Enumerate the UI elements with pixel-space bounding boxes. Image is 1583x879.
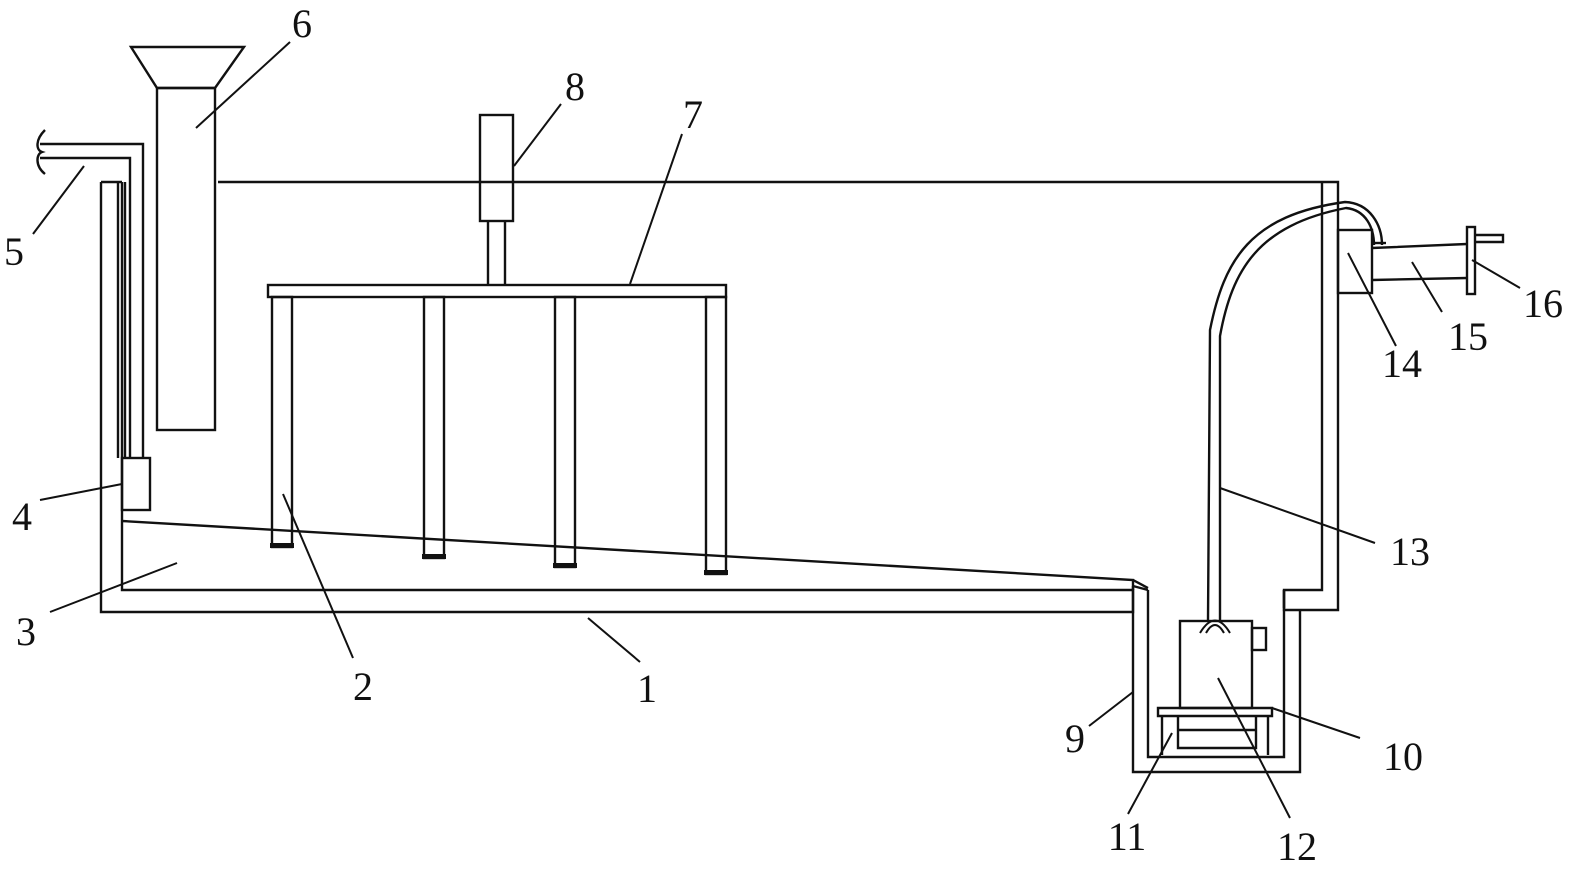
connector-box: [1336, 228, 1374, 295]
feed-hopper: [128, 45, 247, 432]
label-8: 8: [565, 64, 585, 109]
outlet-assembly: [1336, 225, 1505, 296]
delivery-pipe: [1206, 200, 1384, 621]
stirring-rod: [422, 295, 446, 560]
leader-lines: [32, 41, 1521, 819]
label-16: 16: [1523, 281, 1563, 326]
callout-labels: 1 2 3 4 5 6 7 8 9 10 11 12 13 14 15 16: [4, 1, 1563, 869]
motor: [478, 113, 515, 286]
label-10: 10: [1383, 734, 1423, 779]
stirring-rods: [270, 295, 728, 576]
label-13: 13: [1390, 529, 1430, 574]
label-14: 14: [1382, 341, 1422, 386]
label-12: 12: [1277, 824, 1317, 869]
label-2: 2: [353, 664, 373, 709]
sloped-bottom: [121, 519, 1149, 590]
valve: [120, 456, 152, 512]
label-9: 9: [1065, 716, 1085, 761]
sump: [1131, 584, 1302, 774]
label-11: 11: [1108, 814, 1147, 859]
label-15: 15: [1448, 314, 1488, 359]
stirring-rod: [553, 295, 577, 569]
pump: [1178, 619, 1268, 710]
flange: [1465, 225, 1477, 296]
label-1: 1: [637, 666, 657, 711]
outlet-pipe: [1371, 242, 1468, 282]
stirring-rod: [704, 295, 728, 576]
label-4: 4: [12, 494, 32, 539]
label-7: 7: [683, 92, 703, 137]
inlet-pipe: [36, 129, 145, 458]
label-5: 5: [4, 229, 24, 274]
crossbar: [266, 283, 728, 299]
label-3: 3: [16, 609, 36, 654]
label-6: 6: [292, 1, 312, 46]
